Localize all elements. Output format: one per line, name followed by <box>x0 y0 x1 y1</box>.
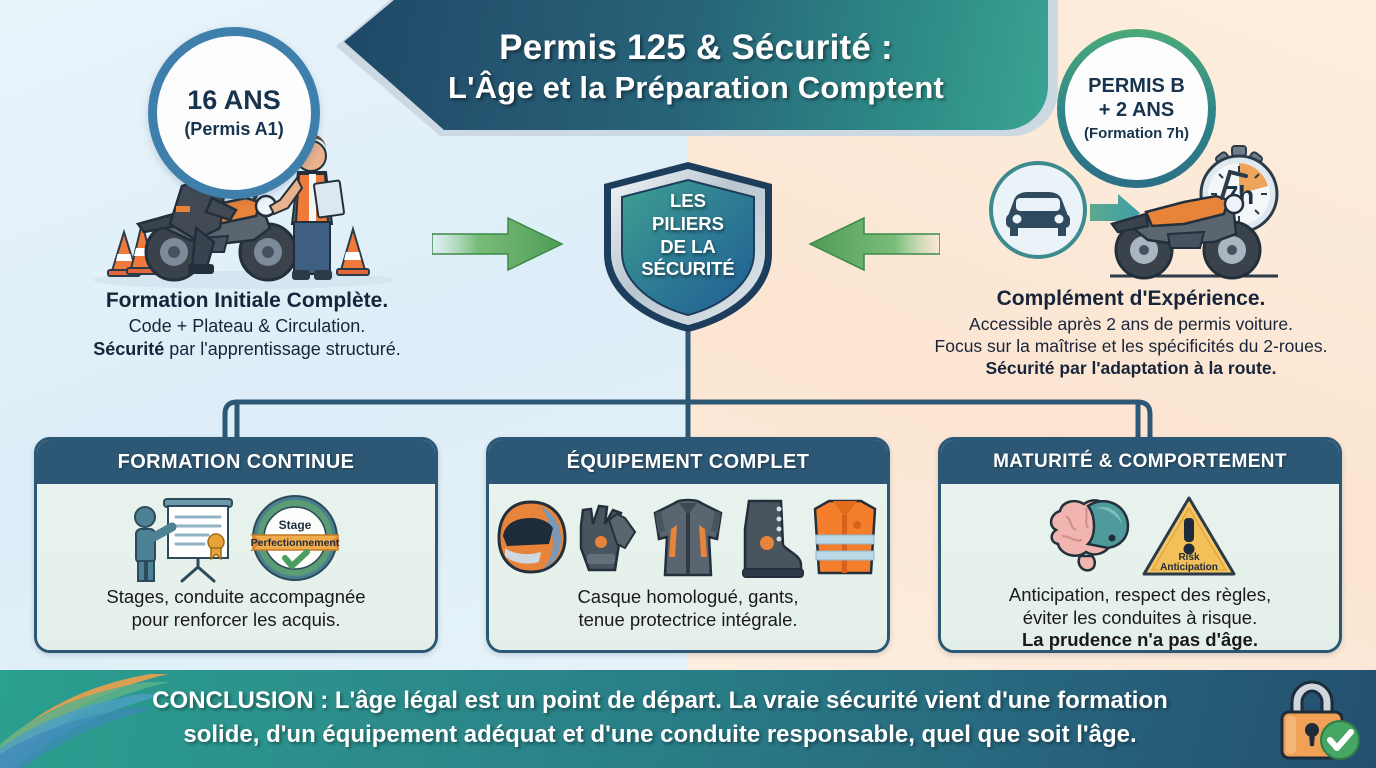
brain-with-helmet-icon <box>1049 499 1130 572</box>
page-title-line1: Permis 125 & Sécurité : <box>499 27 893 67</box>
header-banner-band: Permis 125 & Sécurité : L'Âge et la Prép… <box>344 0 1048 130</box>
jacket-icon <box>653 498 723 577</box>
left-line-2: Code + Plateau & Circulation. <box>128 315 366 336</box>
warning-label-line1: Risk <box>1178 552 1200 563</box>
boot-icon <box>742 499 804 578</box>
card-1-caption-line1: Stages, conduite accompagnée <box>106 586 366 607</box>
page-title-line2: L'Âge et la Préparation Comptent <box>447 70 945 105</box>
card-1-caption: Stages, conduite accompagnée pour renfor… <box>96 586 375 631</box>
motorcycle-icon <box>1109 169 1278 280</box>
right-line-4: Sécurité par l'adaptation à la route. <box>886 357 1376 379</box>
decorative-swoosh <box>0 674 170 768</box>
card-2-caption-line1: Casque homologué, gants, <box>577 586 799 607</box>
pillar-card-formation-continue[interactable]: FORMATION CONTINUE <box>34 437 438 653</box>
central-shield <box>604 162 772 332</box>
conclusion-bar: CONCLUSION : L'âge légal est un point de… <box>0 670 1376 768</box>
right-line-4-bold: Sécurité par l'adaptation à la route. <box>985 358 1277 379</box>
badge-right-secondary: (Formation 7h) <box>1084 125 1189 143</box>
pillar-card-maturite-comportement[interactable]: MATURITÉ & COMPORTEMENT <box>938 437 1342 653</box>
card-3-caption: Anticipation, respect des règles, éviter… <box>999 584 1281 651</box>
card-2-body: Casque homologué, gants, tenue protectri… <box>489 484 887 650</box>
pillar-card-equipement-complet[interactable]: ÉQUIPEMENT COMPLET <box>486 437 890 653</box>
seal-ribbon-label: Perfectionnement <box>251 537 340 549</box>
card-1-icons: Stage Perfectionnement <box>128 490 344 586</box>
card-3-caption-line2: éviter les conduites à risque. <box>1022 606 1258 628</box>
seal-top-label: Stage <box>279 518 312 532</box>
card-3-icons: Risk Anticipation <box>1044 490 1236 584</box>
card-1-body: Stage Perfectionnement Stages, conduite … <box>37 484 435 650</box>
card-1-title: FORMATION CONTINUE <box>37 440 435 484</box>
instructor-icon <box>268 134 345 280</box>
badge-left-primary: 16 ANS <box>187 84 281 115</box>
stage-perfectionnement-seal-icon: Stage Perfectionnement <box>250 495 340 581</box>
right-heading: Complément d'Expérience. <box>996 287 1266 310</box>
gloves-icon <box>579 504 637 572</box>
card-2-icons <box>493 490 883 586</box>
card-3-title: MATURITÉ & COMPORTEMENT <box>941 440 1339 484</box>
badge-16-ans: 16 ANS (Permis A1) <box>148 27 320 199</box>
badge-right-primary-line2: + 2 ANS <box>1098 98 1175 121</box>
left-line-3: Sécurité par l'apprentissage structuré. <box>32 338 462 361</box>
warning-label-line2: Anticipation <box>1160 562 1218 573</box>
badge-permis-b: PERMIS B + 2 ANS (Formation 7h) <box>1065 37 1208 180</box>
right-line-2: Accessible après 2 ans de permis voiture… <box>969 313 1293 334</box>
left-column-text: Formation Initiale Complète. Code + Plat… <box>32 288 462 360</box>
connector-lines <box>222 329 1153 441</box>
badge-right-primary-line1: PERMIS B <box>1088 74 1185 97</box>
padlock-with-green-check-icon <box>1280 680 1360 760</box>
card-2-caption: Casque homologué, gants, tenue protectri… <box>567 586 808 631</box>
card-3-caption-line1: Anticipation, respect des règles, <box>1008 584 1272 606</box>
card-2-caption-line2: tenue protectrice intégrale. <box>578 608 798 630</box>
helmet-icon <box>497 500 567 574</box>
right-illustration: 7h <box>989 145 1279 280</box>
hi-vis-vest-icon <box>813 499 877 575</box>
instructor-presentation-board-icon <box>134 498 233 583</box>
right-column-text: Complément d'Expérience. Accessible aprè… <box>886 286 1376 379</box>
arrow-left-to-center <box>432 216 564 272</box>
right-line-3: Focus sur la maîtrise et les spécificité… <box>934 335 1328 356</box>
conclusion-text: CONCLUSION : L'âge légal est un point de… <box>86 684 1234 752</box>
badge-left-secondary: (Permis A1) <box>184 119 284 140</box>
conclusion-line1: CONCLUSION : L'âge légal est un point de… <box>152 687 1168 714</box>
conclusion-line2: solide, d'un équipement adéquat et d'une… <box>183 721 1137 749</box>
risk-anticipation-warning-icon: Risk Anticipation <box>1142 496 1236 576</box>
card-3-body: Risk Anticipation Anticipation, respect … <box>941 484 1339 651</box>
card-1-caption-line2: pour renforcer les acquis. <box>131 608 341 630</box>
car-in-circle-icon <box>989 161 1087 259</box>
arrow-right-to-center <box>808 216 940 272</box>
card-2-title: ÉQUIPEMENT COMPLET <box>489 440 887 484</box>
left-line-3-bold: Sécurité <box>93 338 165 359</box>
card-3-caption-bold: La prudence n'a pas d'âge. <box>1021 629 1258 651</box>
traffic-cone-icon <box>336 225 370 276</box>
left-line-3-rest: par l'apprentissage structuré. <box>164 338 401 359</box>
header-banner: Permis 125 & Sécurité : L'Âge et la Prép… <box>0 0 1376 140</box>
left-heading: Formation Initiale Complète. <box>105 289 389 312</box>
